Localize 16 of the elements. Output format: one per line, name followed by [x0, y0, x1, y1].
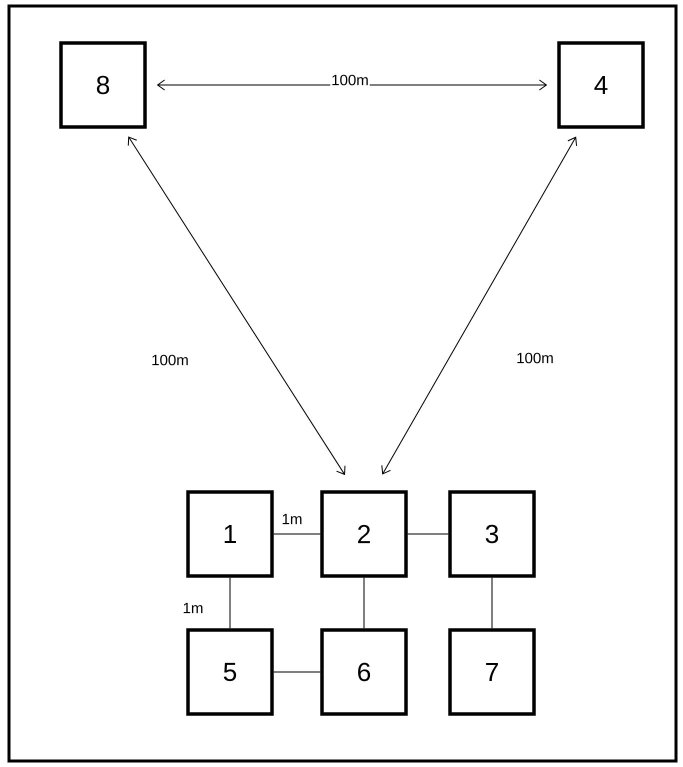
numbered-box: 5 — [186, 628, 274, 716]
numbered-box: 3 — [448, 490, 536, 578]
double-arrow — [128, 136, 346, 476]
edge-label: 100m — [150, 354, 190, 366]
edge-label: 1m — [182, 602, 204, 614]
edge-label: 1m — [280, 512, 304, 526]
double-arrow — [381, 136, 578, 475]
numbered-box: 6 — [320, 628, 408, 716]
numbered-box: 8 — [59, 41, 147, 129]
numbered-box: 2 — [320, 490, 408, 578]
double-arrow — [156, 80, 548, 90]
numbered-box: 1 — [186, 490, 274, 578]
edge-label: 100m — [515, 352, 555, 364]
edge-label: 100m — [330, 74, 370, 86]
numbered-box: 7 — [448, 628, 536, 716]
numbered-box: 4 — [557, 41, 645, 129]
